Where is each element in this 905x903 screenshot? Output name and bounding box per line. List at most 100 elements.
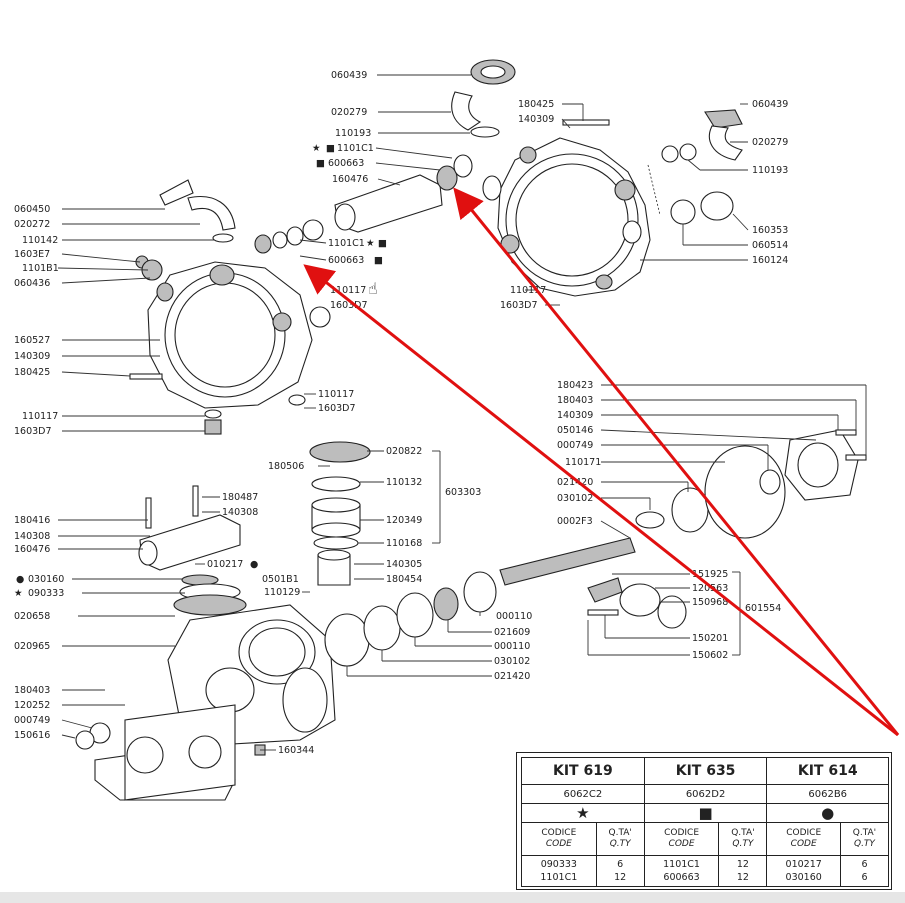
part-label: 110117 (330, 285, 366, 296)
star-symbol: ★ (312, 143, 321, 154)
part-label: 1603D7 (330, 300, 368, 311)
pump-body (75, 604, 336, 801)
part-label: 1101B1 (22, 263, 59, 274)
part-label: 150201 (692, 633, 728, 644)
part-label: 110142 (22, 235, 58, 246)
part-label: 601554 (745, 603, 781, 614)
kit-635-code: 6062D2 (643, 784, 768, 804)
part-label: 110117 (510, 285, 546, 296)
part-label: 000110 (494, 641, 530, 652)
part-label: 0002F3 (557, 516, 593, 527)
part-label: 180403 (557, 395, 593, 406)
part-label: 060436 (14, 278, 50, 289)
star-symbol: ★ (521, 803, 645, 823)
part-label: 060450 (14, 204, 50, 215)
annotation-arrow-right (453, 187, 900, 736)
part-label: 1603D7 (14, 426, 52, 437)
star-symbol: ★ (366, 238, 375, 249)
square-symbol: ■ (326, 143, 335, 154)
part-label: 600663 (328, 255, 364, 266)
part-label: 150616 (14, 730, 50, 741)
part-label: 120252 (14, 700, 50, 711)
right-pump-head (482, 137, 651, 297)
part-label: 140309 (557, 410, 593, 421)
top-hose-assembly (451, 59, 610, 138)
left-pump-head (129, 179, 331, 435)
part-label: 0501B1 (262, 574, 299, 585)
part-label: 180423 (557, 380, 593, 391)
part-label: 150602 (692, 650, 728, 661)
part-label: 110171 (565, 457, 601, 468)
part-label: 140308 (14, 531, 50, 542)
part-label: 060514 (752, 240, 788, 251)
part-label: 110132 (386, 477, 422, 488)
part-label: 160476 (332, 174, 368, 185)
part-label: 000749 (557, 440, 593, 451)
part-label: 603303 (445, 487, 481, 498)
part-label: 021420 (494, 671, 530, 682)
part-label: 030160 (28, 574, 64, 585)
part-label: 180416 (14, 515, 50, 526)
part-label: 180425 (518, 99, 554, 110)
part-label: 020658 (14, 611, 50, 622)
part-label: 180403 (14, 685, 50, 696)
part-label: 020279 (752, 137, 788, 148)
part-label: 110117 (318, 389, 354, 400)
manifold-top (254, 154, 473, 254)
part-label: 160476 (14, 544, 50, 555)
part-label: 180487 (222, 492, 258, 503)
part-label: 1603E7 (14, 249, 50, 260)
part-label: 110193 (335, 128, 371, 139)
part-label: 010217 (207, 559, 243, 570)
part-label: 1101C1 (328, 238, 365, 249)
part-label: 600663 (328, 158, 364, 169)
cursor-hand-icon: ☝ (368, 279, 378, 298)
part-label: 140308 (222, 507, 258, 518)
part-label: 150968 (692, 597, 728, 608)
part-label: 160353 (752, 225, 788, 236)
circle-symbol: ● (250, 559, 258, 570)
circle-symbol: ● (16, 574, 24, 585)
part-label: 120563 (692, 583, 728, 594)
kit-619-code: 6062C2 (521, 784, 645, 804)
part-label: 140309 (518, 114, 554, 125)
manifold-lower (138, 485, 247, 616)
part-label: 050146 (557, 425, 593, 436)
part-label: 160344 (278, 745, 314, 756)
center-valve-assembly (309, 441, 371, 586)
column-header-qty: Q.TA'Q.TY (839, 822, 890, 856)
part-number-labels: 060439 020279 110193 ★ ■ 1101C1 ■ 600663… (14, 70, 788, 756)
square-symbol: ■ (378, 238, 387, 249)
part-label: 060439 (331, 70, 367, 81)
part-label: 000749 (14, 715, 50, 726)
part-label: 020822 (386, 446, 422, 457)
part-label: 110117 (22, 411, 58, 422)
part-label: 180506 (268, 461, 304, 472)
part-label: 180425 (14, 367, 50, 378)
part-label: 1603D7 (318, 403, 356, 414)
bottom-scroll-strip (0, 892, 905, 903)
kit-619-header: KIT 619 (521, 757, 645, 785)
part-label: 021420 (557, 477, 593, 488)
square-symbol: ■ (316, 158, 325, 169)
part-label: 030102 (557, 493, 593, 504)
kit-614-header: KIT 614 (766, 757, 889, 785)
kit-635-header: KIT 635 (643, 757, 768, 785)
kit-614-code: 6062B6 (766, 784, 889, 804)
square-symbol: ■ (643, 803, 768, 823)
part-label: 1603D7 (500, 300, 538, 311)
part-label: 140305 (386, 559, 422, 570)
part-label: 140309 (14, 351, 50, 362)
part-label: 060439 (752, 99, 788, 110)
column-header-qty: Q.TA'Q.TY (595, 822, 645, 856)
part-label: 020272 (14, 219, 50, 230)
star-symbol: ★ (14, 588, 23, 599)
part-label: 000110 (496, 611, 532, 622)
